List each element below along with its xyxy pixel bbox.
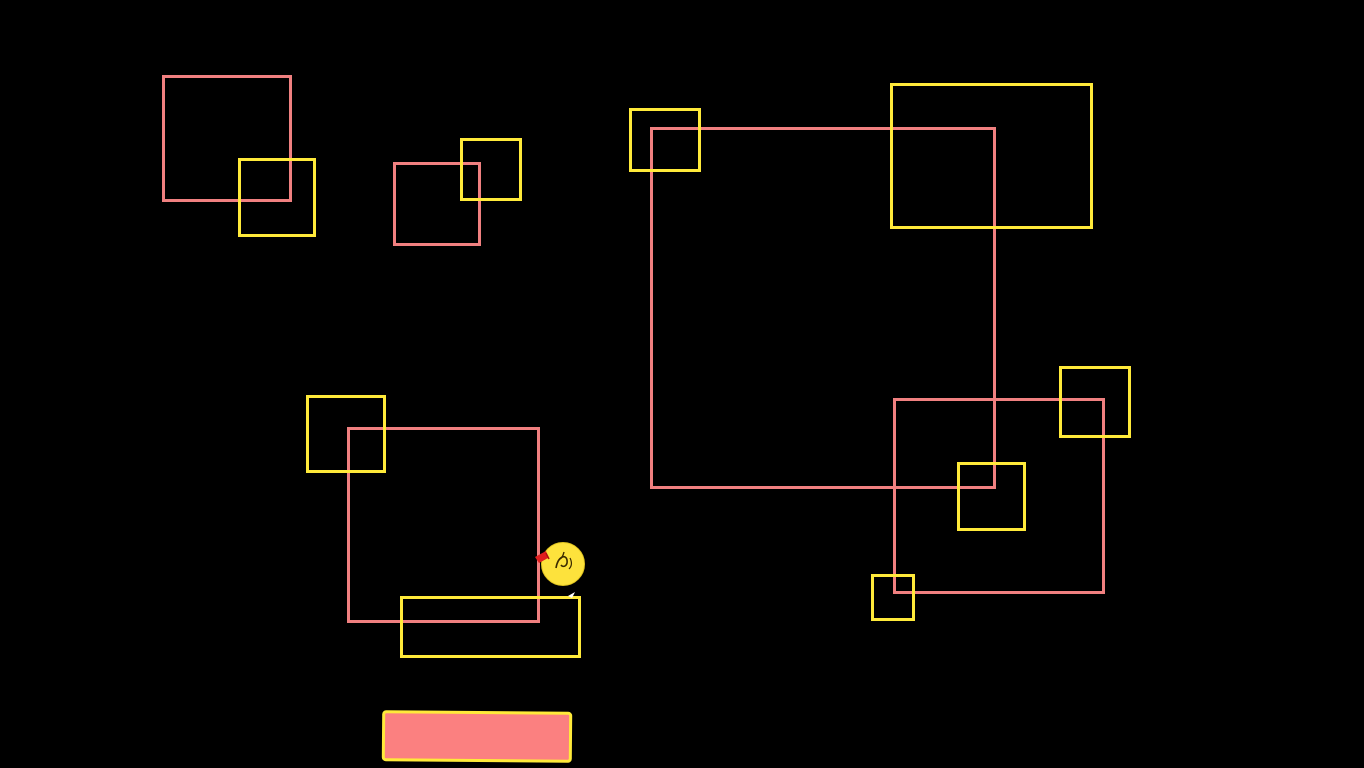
pink-outline-box (393, 162, 481, 246)
yellow-outline-box (871, 574, 915, 621)
yellow-ball-character-icon (535, 542, 585, 598)
yellow-outline-box (1059, 366, 1131, 438)
power-bar (381, 710, 573, 763)
pink-outline-box (162, 75, 292, 202)
power-bar-fill (381, 710, 573, 763)
yellow-outline-box (306, 395, 386, 473)
yellow-outline-box (957, 462, 1026, 531)
yellow-outline-box (400, 596, 581, 658)
player-character[interactable] (532, 538, 590, 600)
yellow-outline-box (460, 138, 522, 201)
pink-outline-box (347, 427, 540, 623)
yellow-outline-box (890, 83, 1093, 229)
pink-outline-box (650, 127, 996, 489)
yellow-outline-box (238, 158, 316, 237)
pink-outline-box (893, 398, 1105, 594)
yellow-outline-box (629, 108, 701, 172)
